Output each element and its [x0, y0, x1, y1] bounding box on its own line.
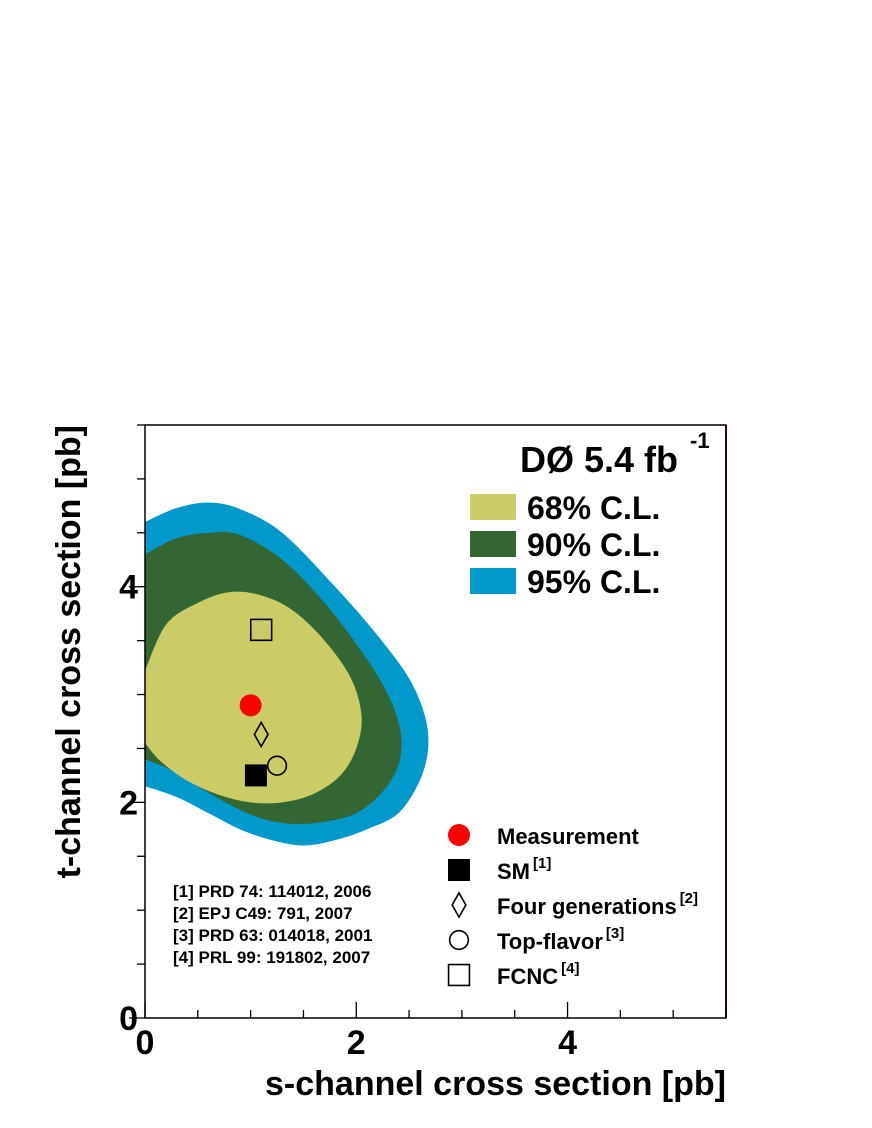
- legend-label-four-generations: Four generations[2]: [497, 890, 698, 919]
- experiment-label: DØ 5.4 fb: [520, 439, 678, 480]
- x-tick-label: 0: [136, 1024, 155, 1062]
- reference-2: [2] EPJ C49: 791, 2007: [173, 904, 353, 923]
- x-tick-label: 4: [558, 1024, 577, 1062]
- cl-legend-label-68-c-l: 68% C.L.: [527, 490, 660, 526]
- x-axis-title: s-channel cross section [pb]: [265, 1065, 726, 1103]
- ticks-layer: 0 2 4 0 2 4: [119, 424, 727, 1062]
- reference-4: [4] PRL 99: 191802, 2007: [173, 948, 370, 967]
- reference-3: [3] PRD 63: 014018, 2001: [173, 926, 372, 945]
- legend-ref-top-flavor: [3]: [606, 925, 624, 942]
- legend-marker-fcnc: [447, 963, 471, 987]
- legend-marker-top-flavor: [448, 929, 470, 951]
- cl-legend-label-95-c-l: 95% C.L.: [527, 564, 660, 600]
- legend-label-fcnc: FCNC[4]: [497, 960, 579, 989]
- point-fcnc: [249, 618, 273, 642]
- legend-marker-four-generations: [451, 891, 467, 919]
- y-tick-label: 0: [119, 1000, 138, 1038]
- point-four-generations: [253, 720, 269, 749]
- y-tick-label: 2: [119, 784, 138, 822]
- references: [1] PRD 74: 114012, 2006 [2] EPJ C49: 791…: [173, 882, 372, 967]
- cl-legend-swatch-95-c-l: [470, 568, 516, 594]
- point-sm: [244, 764, 267, 787]
- reference-1: [1] PRD 74: 114012, 2006: [173, 882, 371, 901]
- y-tick-label: 4: [119, 569, 138, 607]
- contour-layer: [145, 502, 429, 846]
- experiment-label-sup: -1: [690, 428, 710, 453]
- legend-marker-sm: [448, 859, 470, 881]
- legend-ref-sm: [1]: [533, 855, 551, 872]
- points-layer: [239, 618, 288, 787]
- point-top-flavor: [266, 755, 288, 776]
- legend-ref-four-generations: [2]: [680, 890, 698, 907]
- legend-ref-fcnc: [4]: [561, 960, 579, 977]
- x-tick-label: 2: [347, 1024, 366, 1062]
- cl-legend-label-90-c-l: 90% C.L.: [527, 527, 660, 563]
- legend-label-measurement: Measurement: [497, 824, 640, 849]
- cl-legend-swatch-68-c-l: [470, 494, 516, 520]
- y-axis-title: t-channel cross section [pb]: [50, 425, 88, 878]
- legend-marker-measurement: [448, 824, 470, 846]
- point-measurement: [239, 694, 262, 717]
- cl-legend-swatch-90-c-l: [470, 531, 516, 557]
- cl-legend: 68% C.L.90% C.L.95% C.L.: [470, 490, 660, 600]
